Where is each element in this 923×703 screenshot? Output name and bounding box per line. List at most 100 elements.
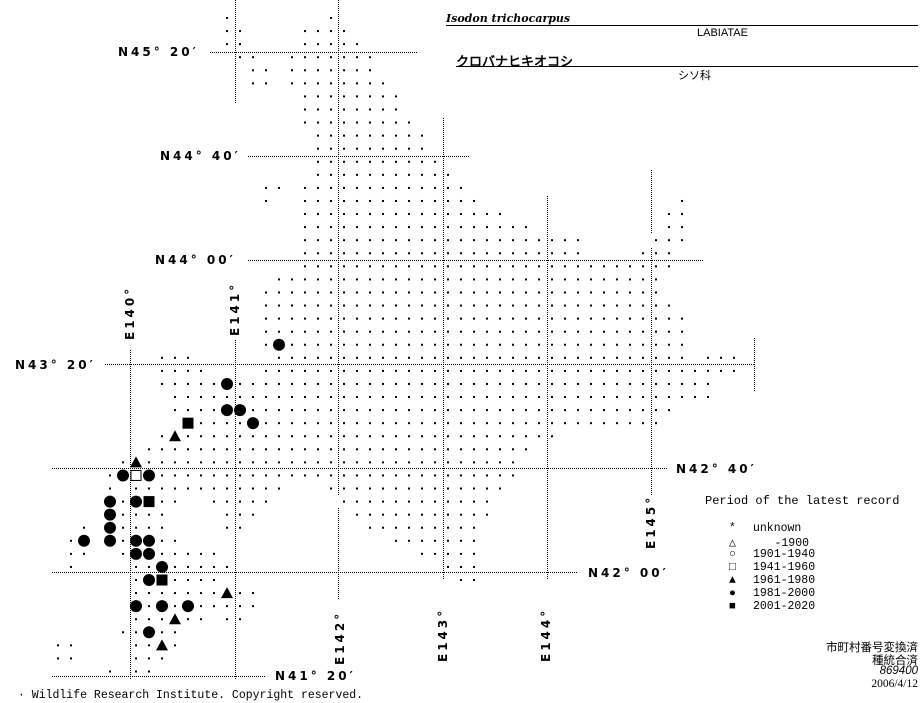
grid-dot (434, 369, 436, 372)
grid-dot (525, 343, 527, 346)
grid-dot (148, 605, 150, 608)
grid-dot (317, 435, 319, 438)
grid-dot (512, 409, 514, 412)
grid-dot (460, 539, 462, 542)
grid-dot (499, 304, 501, 307)
grid-dot (564, 278, 566, 281)
grid-dot (551, 304, 553, 307)
grid-dot (538, 396, 540, 399)
grid-dot (603, 382, 605, 385)
grid-dot (616, 304, 618, 307)
grid-dot (681, 239, 683, 242)
grid-dot (369, 474, 371, 477)
grid-dot (629, 265, 631, 268)
grid-dot (356, 82, 358, 85)
grid-dot (642, 396, 644, 399)
grid-dot (603, 343, 605, 346)
grid-dot (369, 69, 371, 72)
grid-dot (239, 526, 241, 529)
grid-dot (161, 657, 163, 660)
grid-dot (434, 226, 436, 229)
grid-dot (720, 356, 722, 359)
grid-dot (239, 513, 241, 516)
grid-dot (642, 382, 644, 385)
grid-dot (330, 304, 332, 307)
grid-dot (421, 186, 423, 189)
grid-dot (343, 186, 345, 189)
grid-dot (382, 213, 384, 216)
grid-dot (434, 526, 436, 529)
grid-dot (356, 239, 358, 242)
grid-dot (304, 330, 306, 333)
grid-dot (317, 252, 319, 255)
grid-dot (382, 278, 384, 281)
grid-dot (213, 487, 215, 490)
grid-dot (460, 265, 462, 268)
grid-dot (577, 291, 579, 294)
grid-dot (265, 500, 267, 503)
grid-dot (317, 95, 319, 98)
grid-dot (473, 487, 475, 490)
grid-dot (343, 474, 345, 477)
grid-dot (265, 448, 267, 451)
grid-dot (369, 330, 371, 333)
stamp-line1: 市町村番号変換済 (826, 642, 918, 654)
grid-dot (317, 330, 319, 333)
grid-dot (655, 369, 657, 372)
grid-dot (317, 422, 319, 425)
grid-dot (57, 657, 59, 660)
grid-dot (564, 304, 566, 307)
grid-dot (512, 330, 514, 333)
grid-dot (278, 369, 280, 372)
grid-dot (304, 356, 306, 359)
grid-dot (317, 356, 319, 359)
grid-dot (434, 317, 436, 320)
grid-dot (252, 487, 254, 490)
grid-dot (460, 552, 462, 555)
grid-dot (200, 435, 202, 438)
grid-dot (369, 121, 371, 124)
grid-dot (265, 199, 267, 202)
grid-dot (538, 356, 540, 359)
grid-dot (668, 265, 670, 268)
grid-dot (187, 592, 189, 595)
grid-dot (304, 213, 306, 216)
open-square-icon: □ (729, 561, 736, 574)
grid-dot (421, 396, 423, 399)
grid-dot (434, 396, 436, 399)
grid-dot (551, 356, 553, 359)
grid-dot (421, 356, 423, 359)
grid-dot (577, 396, 579, 399)
grid-dot (447, 356, 449, 359)
grid-dot (356, 265, 358, 268)
grid-dot (356, 356, 358, 359)
grid-dot (460, 409, 462, 412)
grid-dot (434, 422, 436, 425)
grid-dot (564, 239, 566, 242)
grid-dot (460, 226, 462, 229)
grid-dot (486, 409, 488, 412)
grid-dot (681, 317, 683, 320)
grid-dot (382, 343, 384, 346)
grid-dot (330, 108, 332, 111)
grid-dot (148, 487, 150, 490)
record-1981-2000-marker (221, 404, 233, 417)
grid-dot (551, 343, 553, 346)
grid-dot (421, 513, 423, 516)
grid-dot (200, 422, 202, 425)
grid-dot (434, 199, 436, 202)
grid-dot (265, 474, 267, 477)
grid-dot (629, 382, 631, 385)
grid-dot (330, 278, 332, 281)
grid-dot (213, 592, 215, 595)
grid-dot (629, 291, 631, 294)
grid-dot (369, 422, 371, 425)
grid-dot (174, 605, 176, 608)
grid-dot (577, 422, 579, 425)
grid-dot (226, 30, 228, 33)
grid-dot (226, 487, 228, 490)
grid-dot (226, 513, 228, 516)
grid-dot (421, 539, 423, 542)
grid-dot (564, 369, 566, 372)
grid-dot (369, 147, 371, 150)
